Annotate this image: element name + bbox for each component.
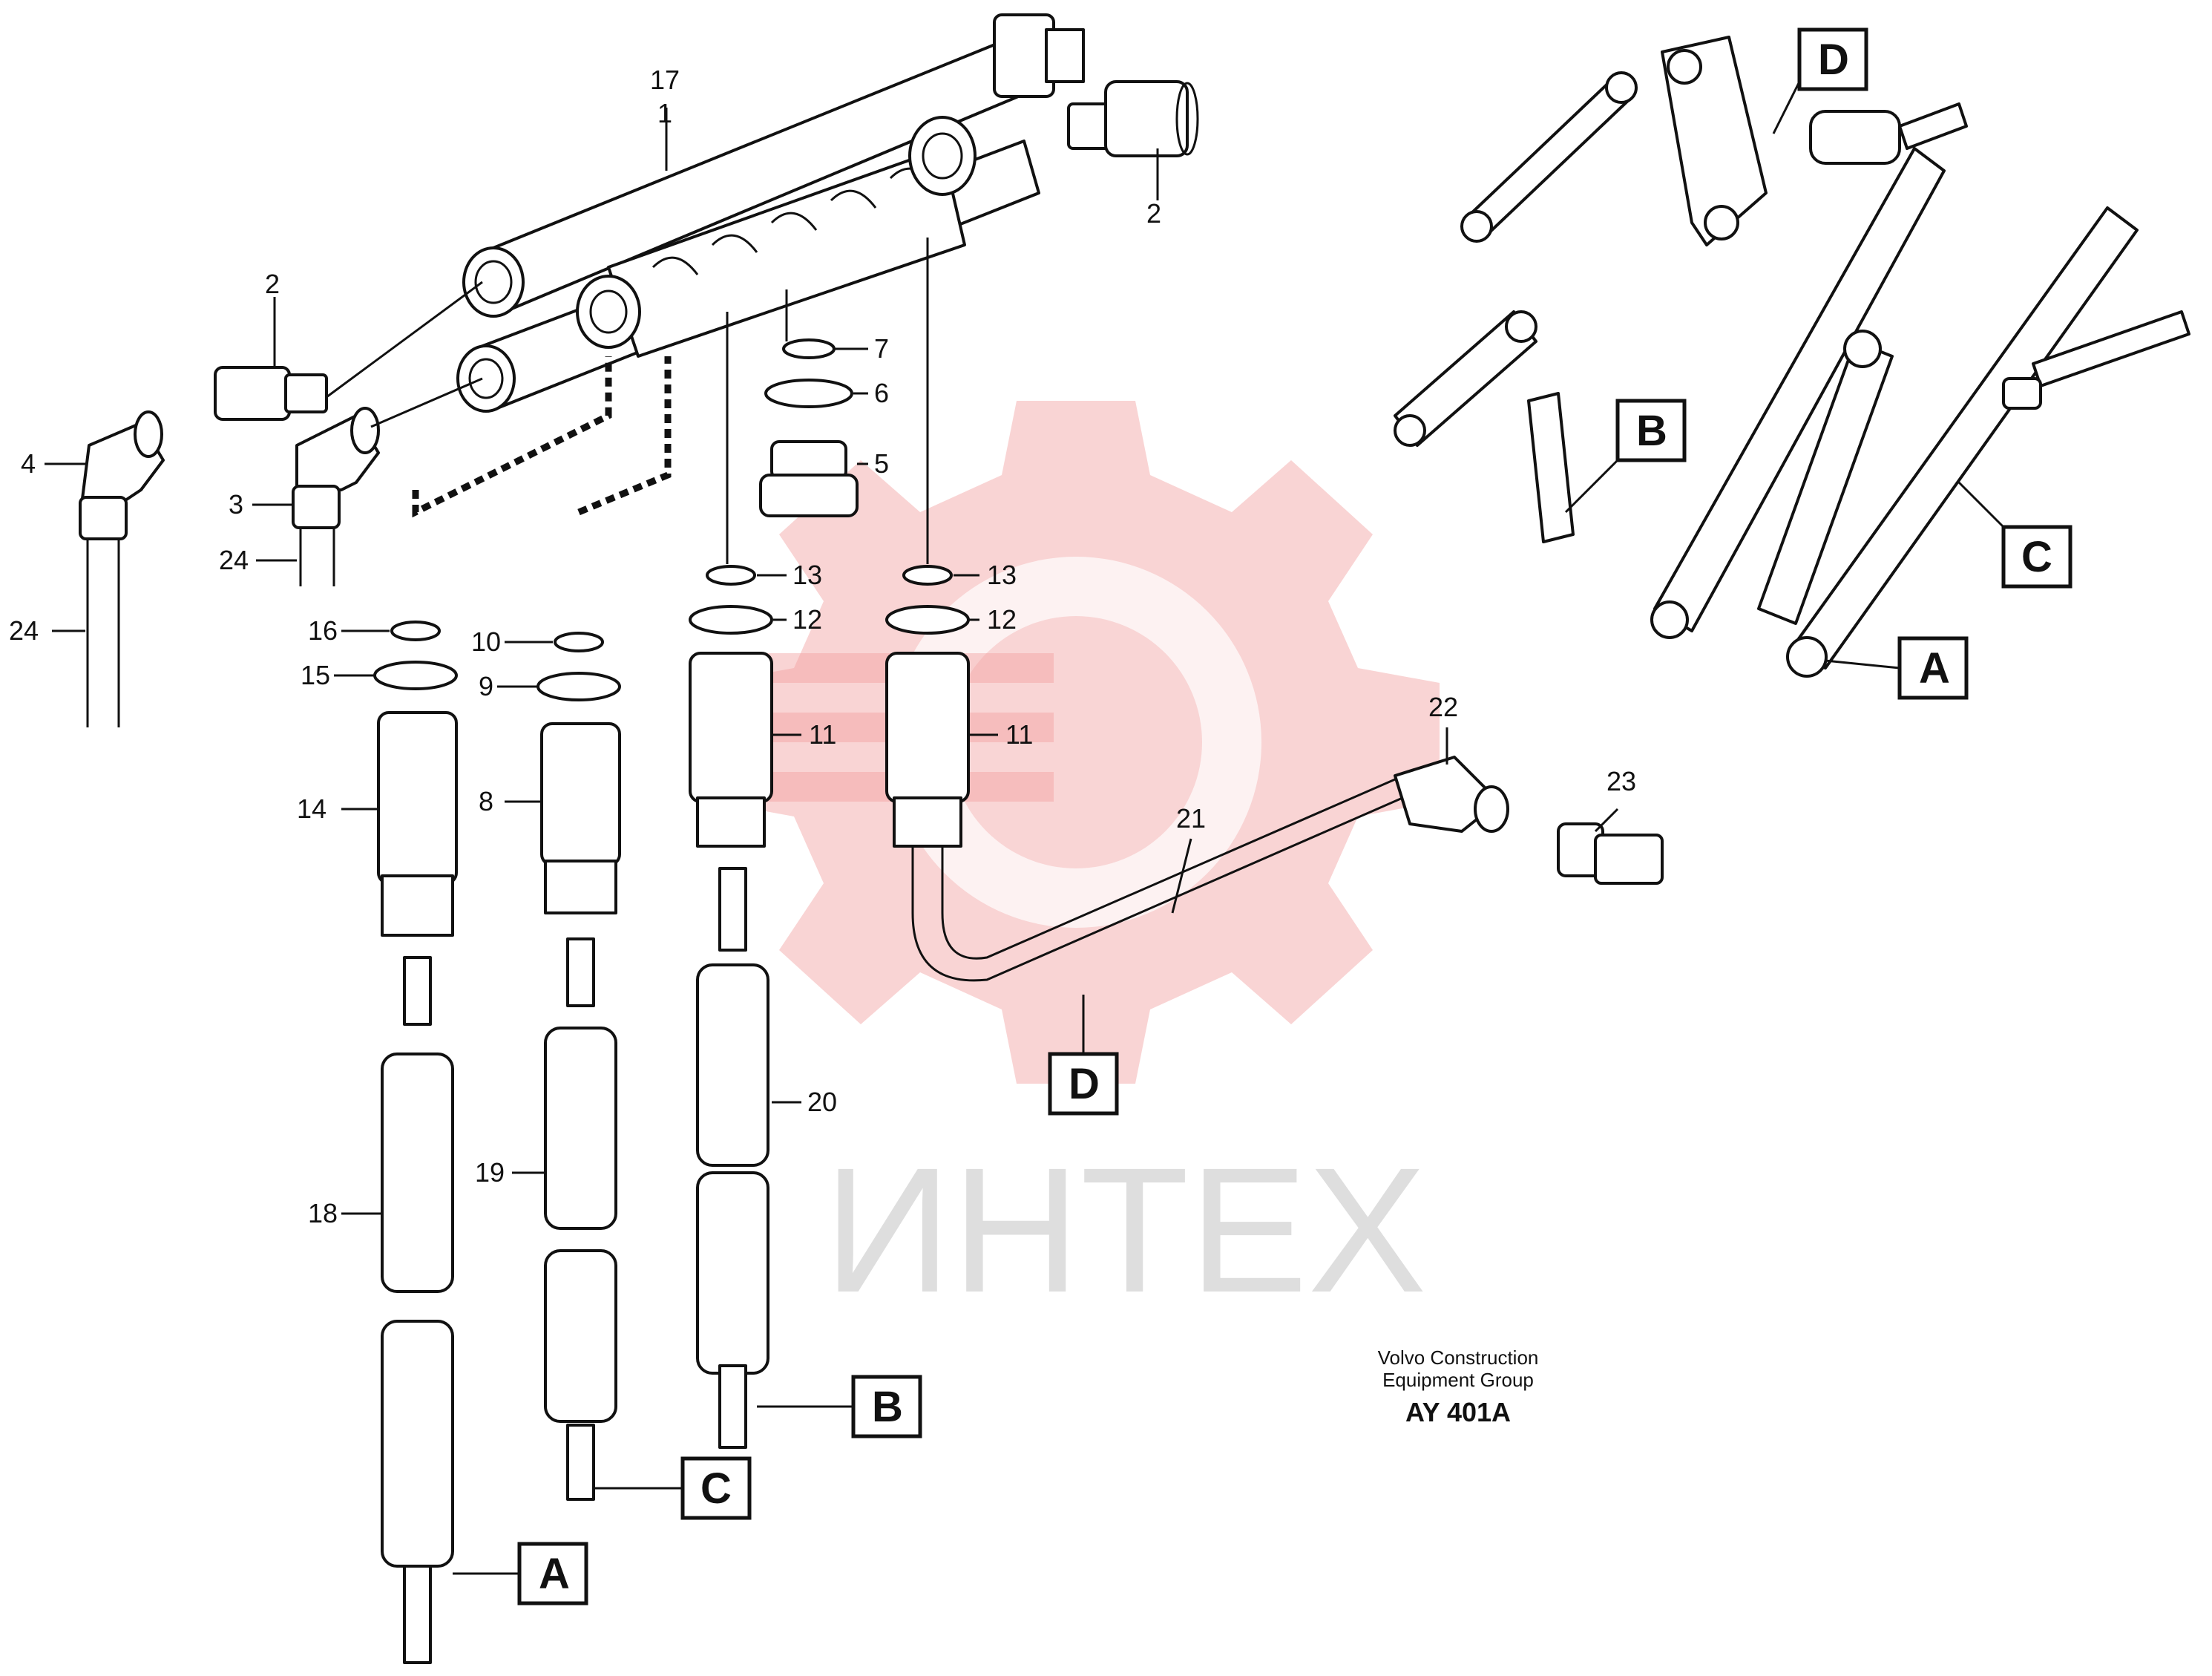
elbow-fitting-3	[292, 407, 380, 529]
callout-13-b: 13	[987, 560, 1017, 590]
ref-box-A-linkage: A	[1897, 636, 1969, 700]
svg-text:C: C	[2021, 533, 2052, 581]
callout-11-a: 11	[809, 719, 836, 750]
callout-numbers: 17 1 2 2 4 3 24 24 7 6 5 13 12 13 12 11 …	[9, 65, 1636, 1228]
callout-13-a: 13	[792, 560, 822, 590]
drawing-caption: Volvo Construction Equipment Group AY 40…	[1378, 1346, 1539, 1427]
ref-box-C-linkage: C	[2001, 525, 2072, 589]
svg-text:A: A	[1919, 644, 1950, 693]
ref-box-B-linkage: B	[1615, 399, 1687, 462]
svg-text:B: B	[872, 1383, 903, 1431]
o-rings	[373, 565, 970, 701]
plug-5	[759, 338, 859, 517]
adapter-11-a	[689, 652, 773, 848]
callout-19: 19	[475, 1157, 505, 1188]
ref-box-B-hose: B	[851, 1375, 922, 1438]
callout-15: 15	[301, 660, 330, 690]
callout-5: 5	[874, 448, 889, 479]
callout-16: 16	[308, 615, 338, 646]
callout-22: 22	[1428, 692, 1458, 722]
hose-20	[696, 867, 769, 1449]
callout-23: 23	[1607, 766, 1636, 796]
hose-18	[381, 956, 454, 1664]
leader-lines	[45, 81, 2005, 1575]
svg-text:B: B	[1636, 407, 1667, 455]
pipe-21	[911, 778, 1403, 982]
fitting-23	[1557, 822, 1664, 885]
callout-3: 3	[229, 489, 243, 520]
adapter-8	[540, 722, 621, 914]
company-line-2: Equipment Group	[1382, 1369, 1534, 1391]
ref-box-C-hose: C	[680, 1456, 752, 1520]
adapter-14	[377, 711, 458, 937]
svg-text:D: D	[1069, 1060, 1100, 1108]
callout-8: 8	[479, 786, 493, 816]
callout-7: 7	[874, 333, 889, 364]
callout-4: 4	[21, 448, 36, 479]
callout-11-b: 11	[1005, 719, 1033, 750]
callout-10: 10	[471, 626, 501, 657]
pipe-24	[86, 528, 335, 727]
callout-24-lower: 24	[9, 615, 39, 646]
ref-box-A-hose: A	[517, 1542, 588, 1605]
callout-12-b: 12	[987, 604, 1017, 635]
callout-9: 9	[479, 671, 493, 701]
loader-linkage-overview	[1394, 36, 2190, 678]
callout-14: 14	[297, 793, 326, 824]
adapter-11-b	[885, 652, 970, 848]
hose-19	[544, 937, 617, 1501]
callout-2-right: 2	[1146, 198, 1161, 229]
fitting-right-upper	[1067, 80, 1199, 157]
svg-text:A: A	[539, 1550, 570, 1598]
callout-6: 6	[874, 378, 889, 408]
ref-box-D-linkage: D	[1797, 27, 1868, 91]
watermark-text: ИНТЕХ	[824, 1130, 1427, 1329]
ref-box-D-pipe: D	[1048, 1052, 1119, 1116]
callout-18: 18	[308, 1198, 338, 1228]
company-line-1: Volvo Construction	[1378, 1346, 1539, 1369]
callout-1: 1	[657, 98, 672, 128]
drawing-code: AY 401A	[1405, 1397, 1511, 1427]
svg-text:C: C	[700, 1464, 732, 1513]
reference-boxes: A C B D D B C A	[517, 27, 2072, 1605]
callout-2-left: 2	[265, 269, 280, 299]
elbow-fitting-4	[79, 410, 165, 540]
callout-12-a: 12	[792, 604, 822, 635]
connection-lines	[326, 238, 929, 564]
callout-17: 17	[650, 65, 680, 95]
manifold-block	[456, 13, 1085, 413]
callout-21: 21	[1176, 803, 1206, 834]
callout-24-upper: 24	[219, 545, 249, 575]
fitting-left-2	[214, 366, 328, 421]
elbow-22	[1394, 756, 1509, 833]
svg-text:D: D	[1818, 36, 1849, 84]
callout-20: 20	[807, 1087, 837, 1117]
